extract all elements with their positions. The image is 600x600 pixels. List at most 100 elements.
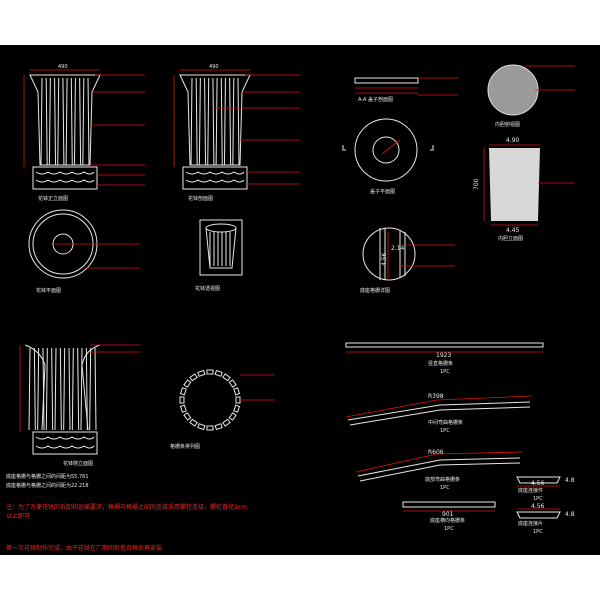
grille-bar — [229, 77, 232, 166]
part-qty: 1PC — [440, 369, 450, 375]
grille-bar — [80, 347, 83, 431]
grille-bar — [77, 347, 80, 431]
ring-strip — [222, 418, 231, 427]
note-spacing-1: 底座格栅与格栅之间的间距为55.761 — [6, 473, 89, 480]
grille-bar — [190, 77, 193, 166]
top-dimension: 4.90 — [506, 137, 520, 144]
grille-bar — [89, 347, 92, 431]
grille-bar — [79, 77, 82, 166]
part-qty: 1PC — [444, 526, 454, 532]
strip-plan: 格栅条排列图 — [170, 369, 275, 450]
width-dimension: 4.56 — [531, 480, 545, 487]
grille-bar — [63, 347, 66, 431]
part-title: 底座横向格栅条 — [430, 517, 465, 524]
ring-strip — [183, 412, 192, 421]
view-title: A-A 盖子剖面图 — [358, 96, 393, 103]
view-title: 盖子平面图 — [370, 188, 395, 195]
inner-elevation: 4.90 700 4.45 内胆立面图 — [473, 137, 575, 242]
grille-bar — [215, 77, 218, 166]
grille-bar — [62, 77, 65, 166]
lid-plan: 盖子平面图 — [342, 118, 434, 195]
part-straight-bar: 1923 竖直格栅条 1PC — [345, 342, 544, 375]
ring-strip — [233, 404, 241, 413]
grille-bar — [195, 77, 198, 166]
grille-bar — [212, 77, 215, 166]
part-qty: 1PC — [440, 428, 450, 434]
ring-strip — [179, 404, 187, 413]
note-red-2: 以上即可 — [6, 512, 30, 520]
view-title: 内胆立面图 — [498, 235, 523, 242]
part-connector-2: 4.56 4.8 底座连接片 1PC — [516, 503, 575, 535]
ring-strip — [197, 423, 206, 431]
section-view: 490 花钵剖面图 — [173, 64, 300, 202]
grille-bar — [68, 347, 71, 431]
width-dimension: 490 — [209, 64, 219, 70]
grille-bar — [45, 77, 48, 166]
part-title: 中间弯曲格栅条 — [428, 419, 463, 426]
grille-bar — [45, 347, 48, 431]
grille-bar — [87, 77, 90, 166]
length-dimension: 1923 — [436, 352, 451, 359]
note-red-1: 注：为了方便花钵的拆卸和运输要求，格栅与格栅之间的连接采用螺栓连接，螺栓直径2c… — [6, 503, 247, 511]
ring-strip — [183, 379, 192, 388]
part-qty: 1PC — [440, 485, 450, 491]
grille-bar — [237, 77, 240, 166]
grille-bar — [85, 347, 88, 431]
grille-bar — [220, 77, 223, 166]
grille-bar — [82, 77, 85, 166]
ring-strip — [197, 369, 206, 377]
grille-bar — [51, 347, 54, 431]
ring-strip — [206, 369, 214, 375]
grille-bar — [54, 77, 57, 166]
view-title: 格栅条排列图 — [170, 443, 200, 450]
height-dimension: 4.8 — [565, 477, 575, 484]
side-elevation: 花钵侧立面图 — [19, 344, 140, 467]
grille-bar — [73, 77, 76, 166]
part-bent-bar-bottom: R606 底部弯曲格栅条 1PC — [355, 449, 523, 491]
part-title: 竖直格栅条 — [428, 360, 453, 367]
part-bent-bar-mid: R398 中间弯曲格栅条 1PC — [345, 393, 533, 434]
ring-strip — [222, 373, 231, 382]
dimension-a: 2.14 — [391, 245, 405, 252]
grille-bar — [223, 77, 226, 166]
grille-bar — [65, 77, 68, 166]
view-title: 底座格栅详图 — [360, 287, 390, 294]
ring-strip — [228, 412, 237, 421]
view-title: 花钵平面图 — [36, 287, 61, 294]
view-title: 花钵透视图 — [195, 285, 220, 292]
view-title: 内胆俯视图 — [495, 121, 520, 128]
part-title: 底座连接件 — [518, 487, 543, 494]
grille-bar — [42, 347, 45, 431]
ring-strip — [179, 396, 185, 404]
grille-bar — [57, 77, 60, 166]
grille-bar — [70, 77, 73, 166]
part-title: 底部弯曲格栅条 — [425, 476, 460, 483]
ring-strip — [214, 369, 223, 377]
lid-section: A-A 盖子剖面图 — [354, 77, 458, 103]
part-connector-1: 4.56 4.8 底座连接件 1PC — [516, 476, 575, 502]
part-base-bar: 901 底座横向格栅条 1PC — [402, 501, 496, 532]
radius-dimension: R398 — [428, 393, 444, 400]
notes: 底座格栅与格栅之间的间距为55.761 底座格栅与格栅之间的间距为22.218 … — [6, 473, 247, 552]
dimension-b: 4.56 — [381, 252, 388, 266]
view-title: 花钵正立面图 — [38, 195, 68, 202]
front-elevation: 490 花钵正立面图 — [23, 64, 145, 202]
part-qty: 1PC — [533, 496, 543, 502]
grille-bar — [54, 347, 57, 431]
ring-strip — [206, 425, 214, 431]
grille-bar — [28, 347, 31, 431]
width-dimension: 490 — [58, 64, 68, 70]
width-dimension: 4.56 — [531, 503, 545, 510]
plan-view: 花钵平面图 — [28, 209, 140, 294]
bottom-dimension: 4.45 — [506, 227, 520, 234]
inner-top-view: 内胆俯视图 — [487, 64, 575, 128]
note-spacing-2: 底座格栅与格栅之间的间距为22.218 — [6, 482, 89, 489]
ring-strip — [214, 423, 223, 431]
grille-bar — [59, 347, 62, 431]
grille-bar — [33, 347, 36, 431]
grille-bar — [232, 77, 235, 166]
drawing-background — [0, 45, 600, 555]
note-red-3: 第一次花钵制作完成，由于花钵在厂期间检查合格后再安装 — [6, 544, 162, 552]
view-title: 花钵剖面图 — [188, 195, 213, 202]
